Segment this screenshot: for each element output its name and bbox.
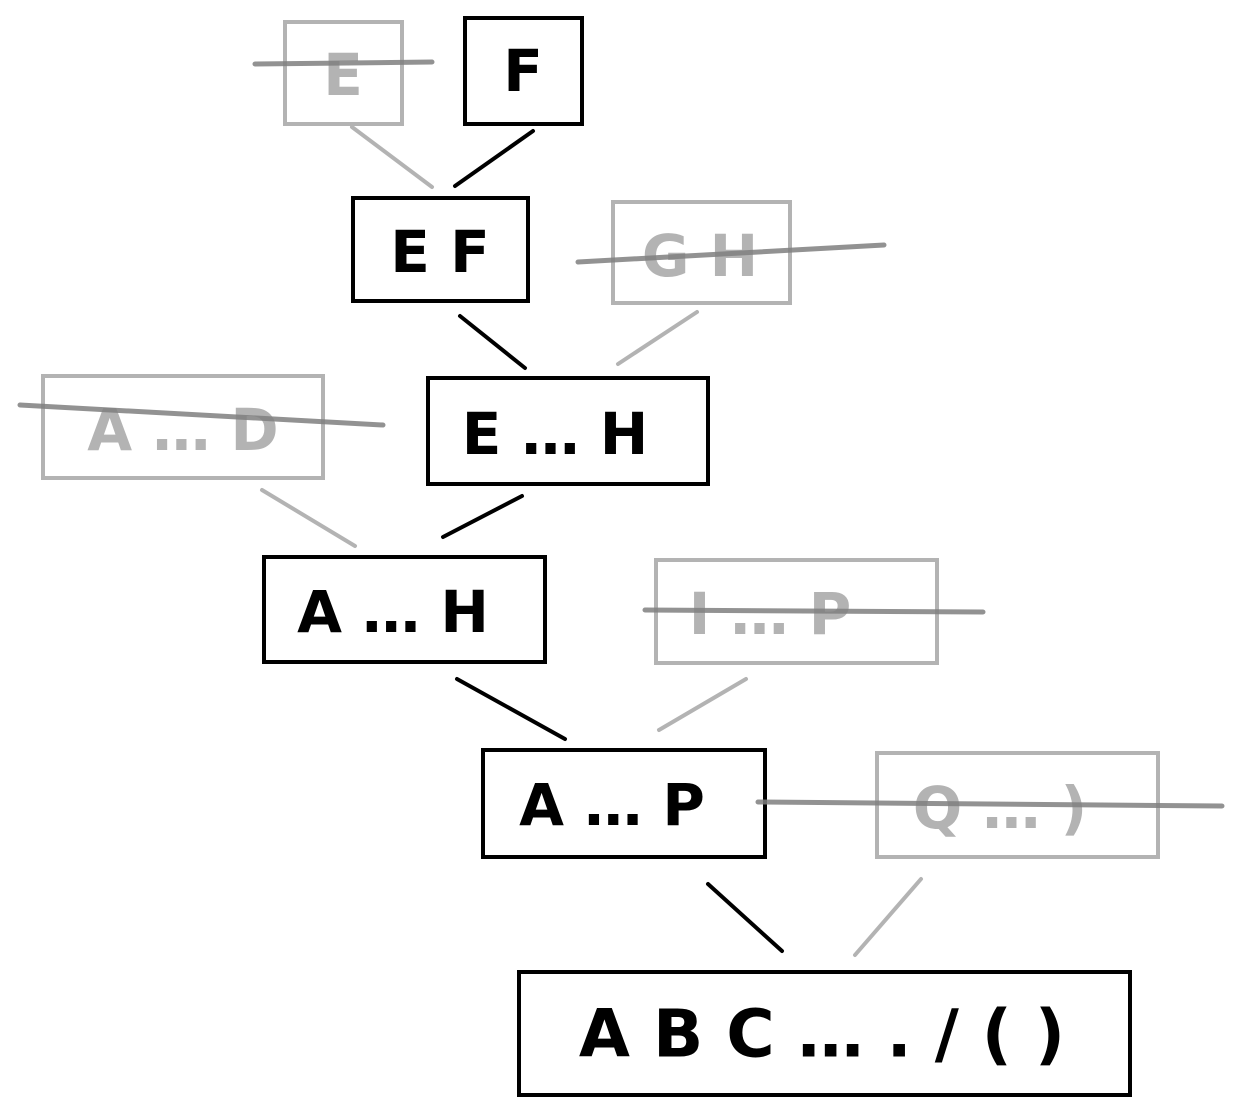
node-label: Q … ) <box>913 774 1087 842</box>
node-q-to-paren: Q … ) <box>755 751 1225 859</box>
edge-ip-to-ap <box>657 677 748 732</box>
strikethrough <box>575 242 887 265</box>
edge-e-to-ef <box>350 125 434 189</box>
edge-f-to-ef <box>453 129 535 188</box>
node-label: A B C … . / ( ) <box>579 996 1065 1073</box>
edge-ef-to-eh <box>458 314 527 370</box>
strikethrough <box>17 402 386 428</box>
node-label: A … D <box>87 396 278 464</box>
node-label: F <box>503 37 543 105</box>
node-label: A … H <box>297 578 489 646</box>
node-a-to-d: A … D <box>17 374 386 480</box>
node-label: A … P <box>519 771 705 839</box>
edge-gh-to-eh <box>616 310 699 366</box>
node-e-to-h: E … H <box>426 376 710 486</box>
node-root-alphabet: A B C … . / ( ) <box>517 970 1132 1097</box>
node-label: E … H <box>462 400 649 468</box>
strikethrough <box>755 799 1225 809</box>
node-label: E F <box>390 218 489 286</box>
edge-qp-to-root <box>853 877 923 957</box>
node-e: E <box>252 20 435 126</box>
edge-eh-to-ah <box>441 494 524 539</box>
edge-ap-to-root <box>706 882 784 953</box>
node-label: I … P <box>689 580 851 648</box>
strikethrough <box>642 607 986 615</box>
node-a-to-h: A … H <box>262 555 547 664</box>
node-a-to-p: A … P <box>481 748 767 859</box>
node-ef: E F <box>351 196 530 303</box>
edge-ad-to-ah <box>260 488 357 548</box>
strikethrough <box>252 59 435 67</box>
node-f: F <box>463 16 584 126</box>
edge-ah-to-ap <box>455 677 567 741</box>
node-label: E <box>323 41 363 109</box>
node-i-to-p: I … P <box>642 558 986 665</box>
node-gh: G H <box>575 200 887 305</box>
